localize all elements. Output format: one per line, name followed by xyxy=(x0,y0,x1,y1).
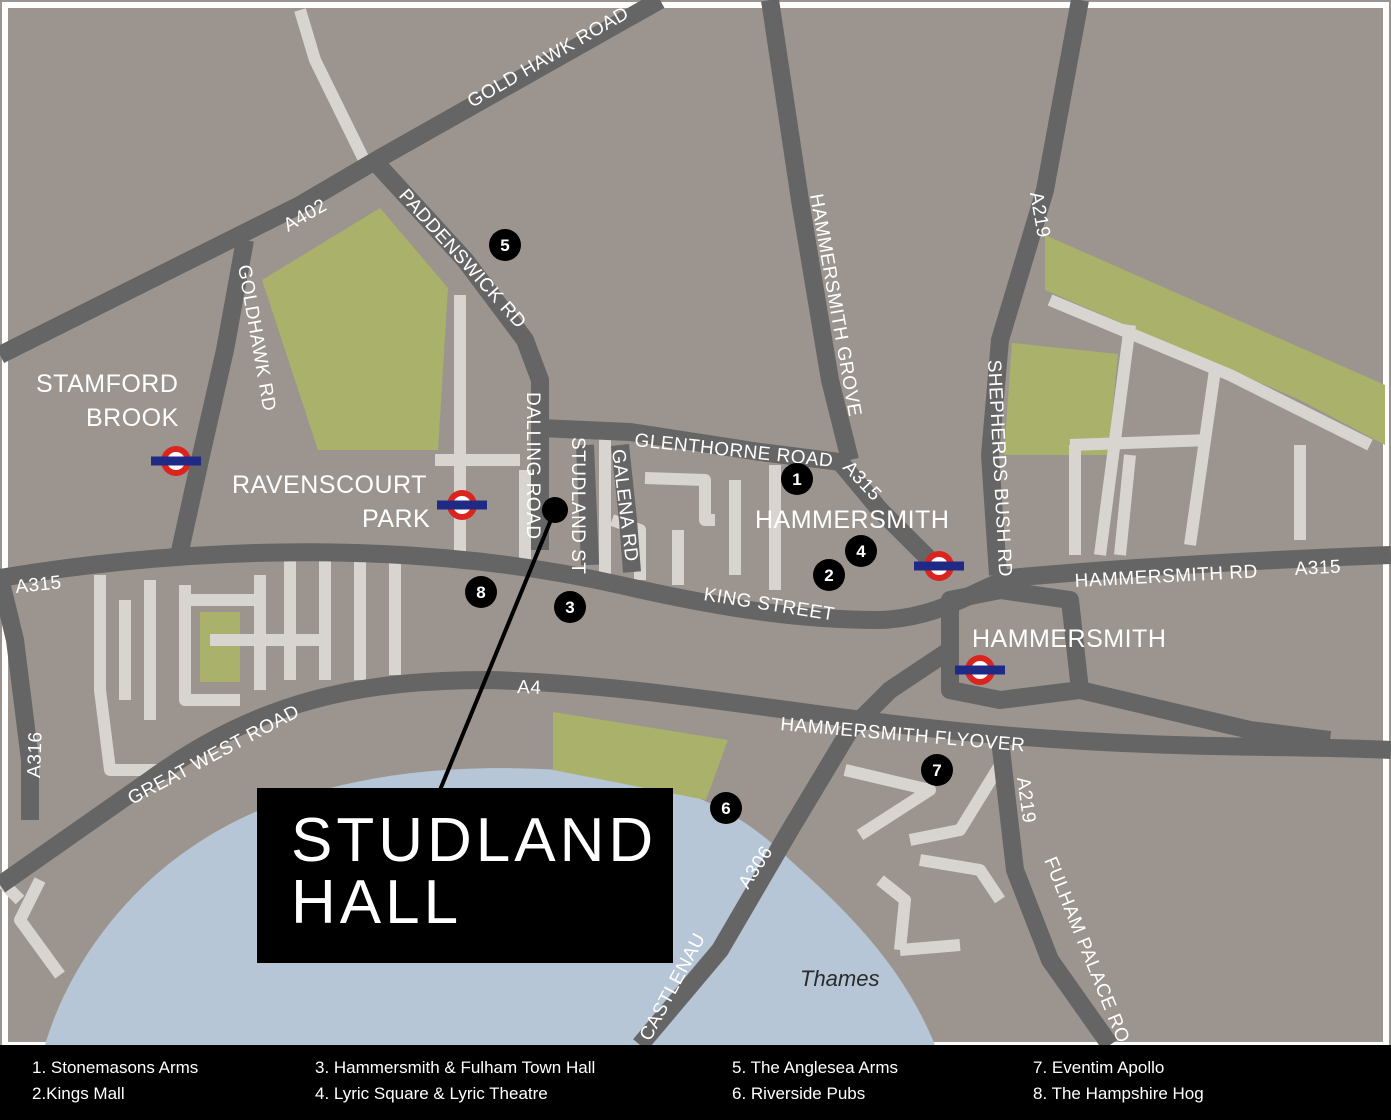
legend: 1. Stonemasons Arms 2.Kings Mall 3. Hamm… xyxy=(0,1045,1391,1120)
park-brook-green xyxy=(1004,343,1118,455)
stamford-brook-label-1: STAMFORD xyxy=(36,370,178,398)
ravenscourt-label-2: PARK xyxy=(362,505,430,533)
road-paddenswick xyxy=(371,158,549,430)
road-gold-hawk xyxy=(0,0,665,364)
road-hammersmith-grove xyxy=(761,0,859,463)
road-a219-north xyxy=(981,0,1089,576)
road-a306 xyxy=(633,642,955,1045)
park-furnivall xyxy=(553,712,728,800)
a316-label: A316 xyxy=(24,731,47,778)
poi-marker-5[interactable]: 5 xyxy=(489,229,521,261)
place-labels: STAMFORD BROOK RAVENSCOURT PARK HAMMERSM… xyxy=(36,370,1166,991)
road-galena xyxy=(611,444,641,573)
poi-marker-1[interactable]: 1 xyxy=(781,463,813,495)
legend-item-4: 4. Lyric Square & Lyric Theatre xyxy=(315,1084,548,1103)
major-roads xyxy=(0,0,1391,1045)
map-border xyxy=(2,2,1389,1045)
road-glenthorne xyxy=(539,419,937,567)
poi-marker-7-number: 7 xyxy=(932,761,941,780)
callout-line-1: STUDLAND xyxy=(291,806,658,875)
minor-streets xyxy=(0,8,1373,979)
legend-item-3: 3. Hammersmith & Fulham Town Hall xyxy=(315,1058,596,1077)
road-a316 xyxy=(0,575,39,820)
poi-marker-8[interactable]: 8 xyxy=(465,576,497,608)
poi-markers: 1 2 3 4 5 6 7 8 xyxy=(465,229,953,824)
park-small-west xyxy=(200,612,240,682)
poi-marker-5-number: 5 xyxy=(500,236,509,255)
a315-east-label: A315 xyxy=(1294,557,1341,580)
poi-marker-3-number: 3 xyxy=(565,598,574,617)
road-fulham-palace xyxy=(991,738,1118,1045)
ravenscourt-label-1: RAVENSCOURT xyxy=(232,471,427,499)
studland-st-label: STUDLAND ST xyxy=(567,437,588,574)
legend-item-5: 5. The Anglesea Arms xyxy=(732,1058,899,1077)
road-a315 xyxy=(0,543,1391,629)
studland-hall-marker[interactable] xyxy=(542,497,568,523)
poi-marker-7[interactable]: 7 xyxy=(921,754,953,786)
poi-marker-6-number: 6 xyxy=(721,799,730,818)
park-ravenscourt xyxy=(262,208,448,450)
thames-label: Thames xyxy=(800,966,879,991)
legend-item-8: 8. The Hampshire Hog xyxy=(1033,1084,1204,1103)
poi-marker-6[interactable]: 6 xyxy=(710,792,742,824)
legend-item-7: 7. Eventim Apollo xyxy=(1033,1058,1165,1077)
park-north-east xyxy=(1045,235,1385,445)
road-a4 xyxy=(0,671,1391,893)
hammersmith-south-label: HAMMERSMITH xyxy=(972,625,1166,653)
legend-item-6: 6. Riverside Pubs xyxy=(732,1084,866,1103)
poi-marker-1-number: 1 xyxy=(792,470,801,489)
poi-marker-2-number: 2 xyxy=(824,566,833,585)
parks xyxy=(200,208,1385,800)
studland-hall-callout: STUDLAND HALL xyxy=(257,788,673,963)
legend-item-1: 1. Stonemasons Arms xyxy=(32,1058,199,1077)
a315-west-label: A315 xyxy=(14,572,62,598)
poi-marker-4-number: 4 xyxy=(856,542,866,561)
hammersmith-north-label: HAMMERSMITH xyxy=(755,506,949,534)
callout-pointer xyxy=(438,509,557,791)
map[interactable]: STAMFORD BROOK RAVENSCOURT PARK HAMMERSM… xyxy=(0,0,1391,1045)
poi-marker-3[interactable]: 3 xyxy=(554,591,586,623)
legend-item-2: 2.Kings Mall xyxy=(32,1084,125,1103)
dalling-road-label: DALLING ROAD xyxy=(522,392,543,539)
poi-marker-2[interactable]: 2 xyxy=(813,559,845,591)
road-studland-st xyxy=(576,444,599,566)
poi-marker-4[interactable]: 4 xyxy=(845,535,877,567)
road-goldhawk-rd xyxy=(169,238,254,562)
poi-marker-8-number: 8 xyxy=(476,583,485,602)
a4-label: A4 xyxy=(517,677,542,699)
callout-line-2: HALL xyxy=(291,868,463,937)
stamford-brook-label-2: BROOK xyxy=(86,404,179,432)
road-east-lower xyxy=(1077,681,1332,749)
